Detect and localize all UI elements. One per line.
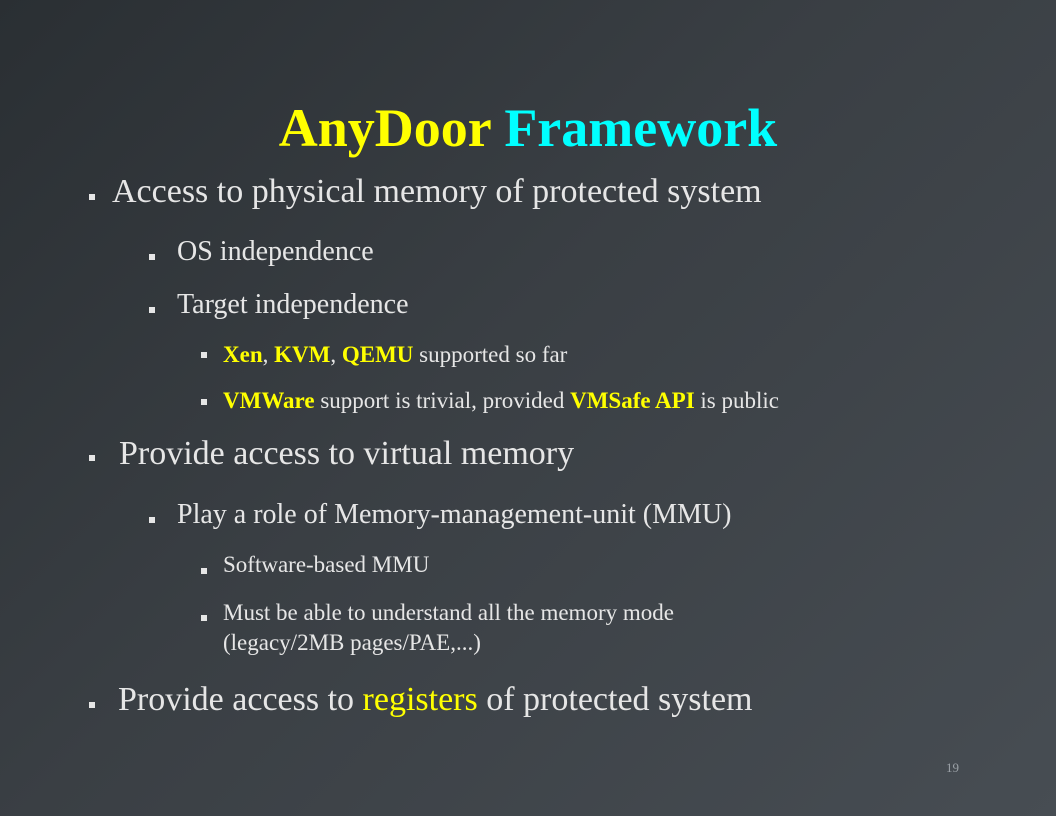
bullet-marker <box>89 194 95 200</box>
bullet-memory-modes: Must be able to understand all the memor… <box>223 598 674 658</box>
text-vmsafe-api: VMSafe API <box>570 388 695 413</box>
memory-modes-line2: (legacy/2MB pages/PAE,...) <box>223 630 481 655</box>
text-sep: , <box>330 342 342 367</box>
page-number: 19 <box>946 760 959 775</box>
bullet-marker <box>201 352 207 358</box>
text-registers: registers <box>362 681 478 718</box>
bullet-marker <box>149 517 155 523</box>
bullet-marker <box>201 615 207 621</box>
text-of-protected-system: of protected system <box>477 681 753 718</box>
bullet-marker <box>149 254 155 260</box>
text-vmware: VMWare <box>223 388 315 413</box>
text-supported: supported so far <box>413 342 568 367</box>
title-anydoor: AnyDoor <box>278 98 491 158</box>
bullet-registers: Provide access to registers of protected… <box>118 680 753 720</box>
bullet-marker <box>89 455 95 461</box>
bullet-virtual-memory: Provide access to virtual memory <box>119 435 575 472</box>
title-framework: Framework <box>504 98 778 158</box>
bullet-target-independence: Target independence <box>177 289 409 320</box>
text-xen: Xen <box>223 342 263 367</box>
bullet-supported-hypervisors: Xen, KVM, QEMU supported so far <box>223 340 567 370</box>
text-is-public: is public <box>694 388 780 413</box>
text-support-trivial: support is trivial, provided <box>314 388 571 413</box>
text-sep: , <box>262 342 275 367</box>
bullet-marker <box>201 399 207 405</box>
bullet-software-mmu: Software-based MMU <box>223 552 430 577</box>
text-qemu: QEMU <box>341 342 414 367</box>
text-provide-access: Provide access to <box>118 681 363 718</box>
bullet-physical-memory: Access to physical memory of protected s… <box>112 173 762 210</box>
slide-title: AnyDoor Framework <box>0 96 1056 160</box>
bullet-vmware-support: VMWare support is trivial, provided VMSa… <box>223 386 779 416</box>
bullet-os-independence: OS independence <box>177 236 374 267</box>
text-kvm: KVM <box>274 342 331 367</box>
bullet-marker <box>149 307 155 313</box>
memory-modes-line1: Must be able to understand all the memor… <box>223 600 674 625</box>
bullet-mmu-role: Play a role of Memory-management-unit (M… <box>177 499 732 530</box>
bullet-marker <box>201 568 207 574</box>
bullet-marker <box>89 702 95 708</box>
